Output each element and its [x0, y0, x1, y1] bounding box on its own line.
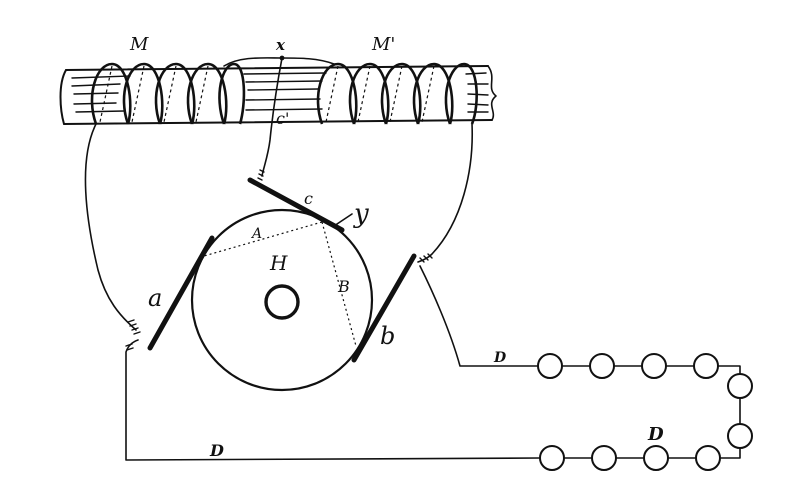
armature-shaft — [264, 284, 300, 320]
label-lead-c-prime: c' — [276, 109, 289, 128]
coil-right — [316, 62, 478, 125]
coil-link-wire — [223, 57, 335, 67]
label-junction-x: x — [275, 36, 286, 54]
lamp — [539, 445, 565, 471]
armature-disc — [190, 208, 374, 392]
right-magnet-lead — [417, 123, 474, 263]
label-circuit-d-bottom-left: D — [209, 441, 224, 460]
lamp — [727, 373, 753, 399]
label-armature-h: H — [269, 251, 288, 275]
lamps-bottom-row — [539, 445, 721, 471]
label-brush-a: a — [148, 284, 162, 312]
label-magnet-left: M — [129, 34, 149, 55]
brush-b-connector — [419, 253, 433, 263]
circuit-wire-upper-feed — [419, 265, 539, 367]
brush-b — [351, 253, 417, 363]
lamp — [643, 445, 669, 471]
lamp — [695, 445, 721, 471]
chord-a-dotted — [203, 221, 323, 257]
lamps-right-side — [727, 373, 753, 449]
pointer-y — [333, 213, 353, 227]
circuit-wire-return — [125, 339, 541, 461]
lead-c-prime-connector — [257, 169, 265, 181]
label-magnet-right: M' — [371, 34, 395, 55]
label-brush-c: c — [304, 189, 313, 208]
label-point-y: y — [353, 199, 369, 229]
return-connector — [125, 343, 134, 351]
lamp — [591, 445, 617, 471]
label-circuit-d-lower-right: D — [647, 424, 664, 445]
magnet-core — [59, 65, 497, 125]
lamp — [537, 353, 563, 379]
chord-b-dotted — [321, 221, 357, 347]
lamp — [727, 423, 753, 449]
label-circuit-d-upper: D — [493, 350, 507, 366]
lamps-top-row — [537, 353, 719, 379]
circuit-wire-right — [719, 397, 741, 459]
brush-c — [247, 177, 345, 233]
lamp — [589, 353, 615, 379]
label-chord-b: B — [337, 277, 350, 296]
brush-a-connector — [127, 319, 141, 335]
lead-c-prime-wire — [261, 57, 283, 177]
coil-left — [90, 62, 246, 125]
external-circuit — [125, 265, 741, 461]
label-brush-b: b — [380, 322, 395, 350]
left-magnet-lead — [84, 123, 137, 331]
brush-a — [147, 235, 215, 351]
label-chord-a: A — [250, 226, 262, 242]
lamp — [641, 353, 667, 379]
lamp — [693, 353, 719, 379]
circuit-wire-upper — [561, 365, 741, 375]
